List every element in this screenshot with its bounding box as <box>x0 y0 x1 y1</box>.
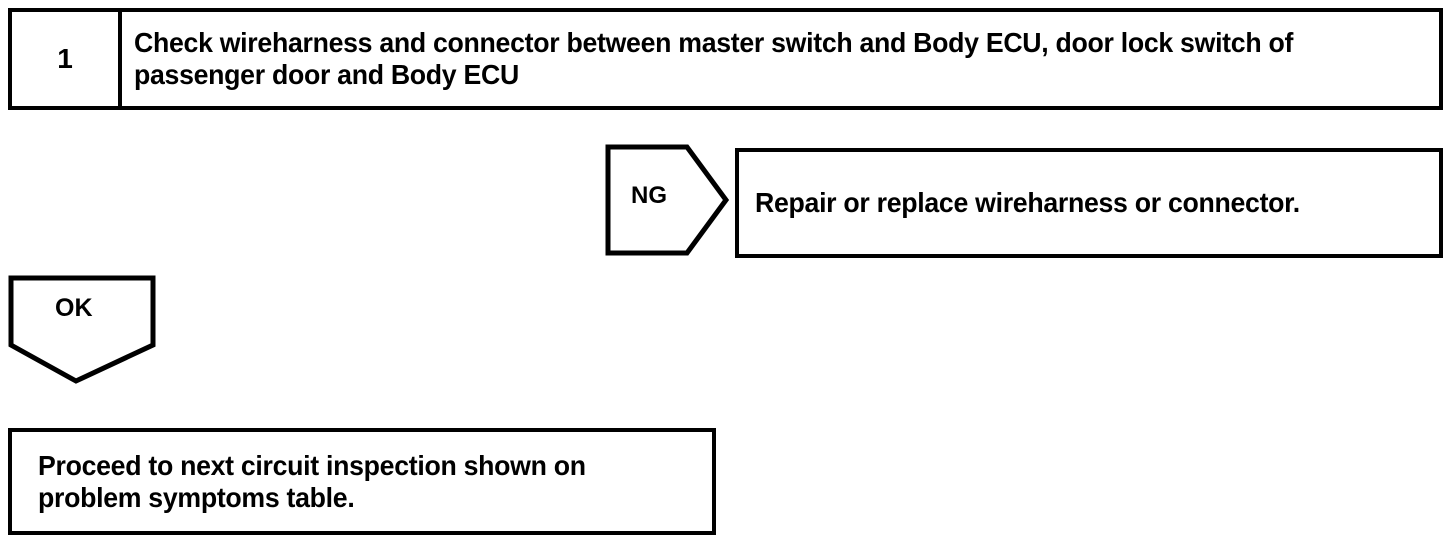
ok-arrow-shape <box>8 275 156 385</box>
proceed-result-text: Proceed to next circuit inspection shown… <box>38 449 586 513</box>
ok-branch-label: OK <box>55 294 93 322</box>
repair-result-box: Repair or replace wireharness or connect… <box>735 148 1443 258</box>
step-number-cell: 1 <box>12 12 122 106</box>
ng-arrow-shape <box>605 144 729 256</box>
step-instruction-text: Check wireharness and connector between … <box>134 27 1294 90</box>
ng-branch-label: NG <box>631 182 667 209</box>
repair-result-text: Repair or replace wireharness or connect… <box>755 187 1300 218</box>
step-1-row: 1 Check wireharness and connector betwee… <box>8 8 1443 110</box>
step-instruction-cell: Check wireharness and connector between … <box>122 12 1439 106</box>
proceed-result-box: Proceed to next circuit inspection shown… <box>8 428 716 535</box>
step-number: 1 <box>57 43 73 74</box>
